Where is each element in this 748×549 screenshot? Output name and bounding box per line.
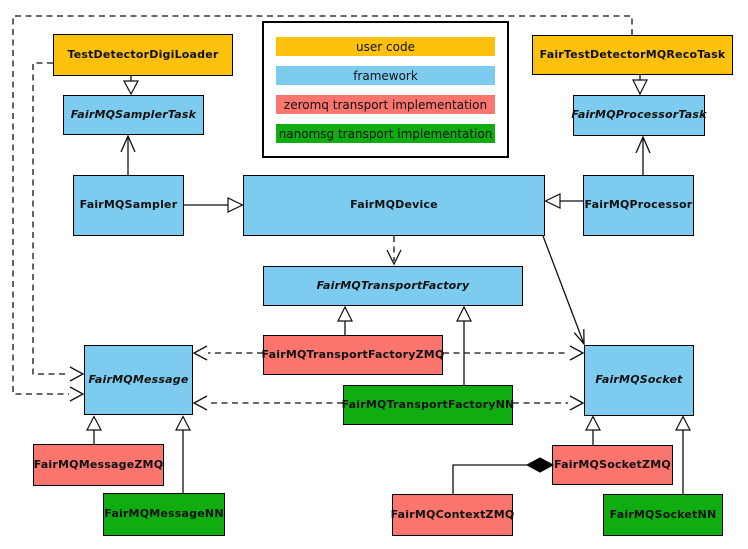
legend-item-nanomsg: nanomsg transport implementation <box>276 124 495 143</box>
class-label: FairMQProcessorTask <box>571 108 707 122</box>
class-fairmq-transport-factory-zmq: FairMQTransportFactoryZMQ <box>261 335 445 375</box>
class-fairmq-sampler: FairMQSampler <box>73 175 184 236</box>
class-label: FairMQMessage <box>88 372 189 386</box>
class-fairmq-sampler-task: FairMQSamplerTask <box>63 95 204 135</box>
class-fairmq-transport-factory: FairMQTransportFactory <box>263 266 523 306</box>
class-label: FairMQSocketZMQ <box>554 457 671 471</box>
class-label: FairMQTransportFactory <box>316 278 470 292</box>
class-fairmq-socket: FairMQSocket <box>584 345 694 416</box>
class-label: FairMQSocketNN <box>609 507 717 521</box>
association-device-to-socket <box>542 235 585 346</box>
class-label: FairMQSocket <box>595 373 683 387</box>
class-fairmq-device: FairMQDevice <box>243 175 545 236</box>
association-sampler-to-samplertask <box>120 134 136 175</box>
class-label: FairMQProcessor <box>584 198 693 212</box>
class-label: FairMQMessageNN <box>104 507 224 521</box>
association-processor-to-processortask <box>635 135 651 175</box>
class-fairmq-socket-zmq: FairMQSocketZMQ <box>552 445 673 485</box>
class-fairmq-message-zmq: FairMQMessageZMQ <box>33 444 164 486</box>
legend-item-user-code: user code <box>276 37 495 56</box>
class-fair-test-detector-mq-reco-task: FairTestDetectorMQRecoTask <box>532 35 733 75</box>
class-label: FairMQSamplerTask <box>70 107 197 121</box>
class-fairmq-processor-task: FairMQProcessorTask <box>571 95 707 136</box>
class-fairmq-socket-nn: FairMQSocketNN <box>603 494 723 536</box>
class-label: FairMQTransportFactoryZMQ <box>261 347 445 361</box>
class-label: FairMQSampler <box>79 198 178 212</box>
class-fairmq-message: FairMQMessage <box>84 345 193 415</box>
class-label: FairMQTransportFactoryNN <box>341 397 515 411</box>
class-label: TestDetectorDigiLoader <box>67 47 219 61</box>
class-test-detector-digi-loader: TestDetectorDigiLoader <box>53 34 233 76</box>
composition-diamond-icon <box>525 457 555 473</box>
composition-context-to-socketzmq <box>452 464 527 494</box>
class-fairmq-processor: FairMQProcessor <box>583 175 694 236</box>
class-label: FairMQDevice <box>350 198 438 212</box>
class-fairmq-message-nn: FairMQMessageNN <box>103 493 225 536</box>
class-fairmq-context-zmq: FairMQContextZMQ <box>390 494 515 536</box>
class-label: FairMQMessageZMQ <box>33 457 164 471</box>
legend-box: user code framework zeromq transport imp… <box>262 21 509 158</box>
legend-item-zeromq: zeromq transport implementation <box>276 95 495 114</box>
class-label: FairMQContextZMQ <box>390 507 515 521</box>
class-label: FairTestDetectorMQRecoTask <box>539 47 726 61</box>
class-fairmq-transport-factory-nn: FairMQTransportFactoryNN <box>341 385 515 425</box>
legend-item-framework: framework <box>276 66 495 85</box>
